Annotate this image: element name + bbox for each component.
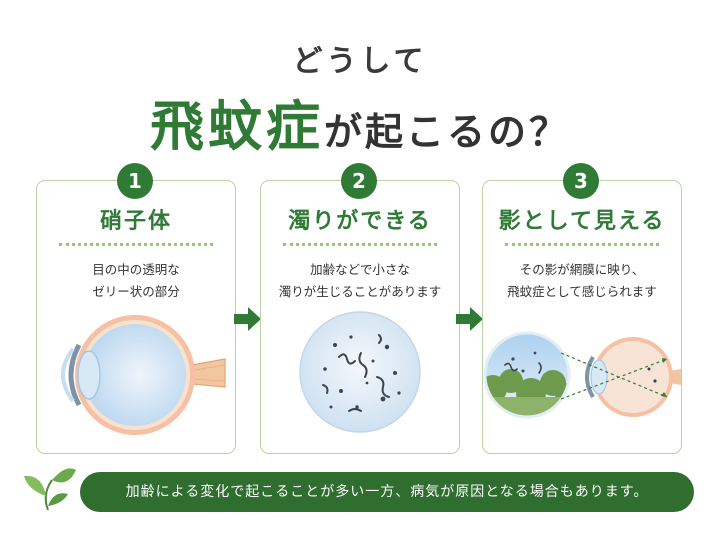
dotted-divider	[283, 243, 437, 246]
floaters-illustration	[299, 311, 421, 433]
title-rest: が起こるの？	[323, 110, 570, 154]
arrow-right-icon	[234, 307, 261, 331]
step-title-2: 濁りができる	[288, 209, 432, 234]
step-desc-line: 濁りが生じることがあります	[278, 284, 442, 299]
step-desc-line: その影が網膜に映り、	[519, 262, 645, 277]
step-badge-1: 1	[117, 163, 153, 199]
step-badge-3: 3	[563, 163, 599, 199]
step-badge-2: 2	[341, 163, 377, 199]
title-emphasis: 飛蚊症	[149, 95, 324, 158]
step-desc-2: 加齢などで小さな 濁りが生じることがあります	[261, 259, 459, 303]
step-card-2: 濁りができる 加齢などで小さな 濁りが生じることがあります	[260, 180, 460, 454]
step-desc-3: その影が網膜に映り、 飛蚊症として感じられます	[483, 259, 681, 303]
step-title-3: 影として見える	[498, 209, 666, 234]
page-title: 飛蚊症が起こるの？	[0, 82, 720, 161]
dotted-divider	[505, 243, 659, 246]
step-card-1: 硝子体 目の中の透明な ゼリー状の部分	[36, 180, 236, 454]
step-desc-line: 目の中の透明な	[92, 262, 180, 277]
step-title-1: 硝子体	[99, 209, 172, 234]
step-desc-line: 加齢などで小さな	[310, 262, 410, 277]
leaves-icon	[24, 468, 76, 511]
footer-note: 加齢による変化で起こることが多い一方、病気が原因となる場合もあります。	[80, 472, 694, 512]
title-line1: どうして	[292, 44, 428, 79]
step-desc-1: 目の中の透明な ゼリー状の部分	[37, 259, 235, 303]
arrow-right-icon	[456, 307, 483, 331]
vision-illustration	[483, 331, 681, 419]
step-desc-line: 飛蚊症として感じられます	[507, 284, 657, 299]
eyeball-illustration	[61, 315, 226, 435]
dotted-divider	[59, 243, 213, 246]
step-card-3: 影として見える その影が網膜に映り、 飛蚊症として感じられます	[482, 180, 682, 454]
step-desc-line: ゼリー状の部分	[92, 284, 180, 299]
